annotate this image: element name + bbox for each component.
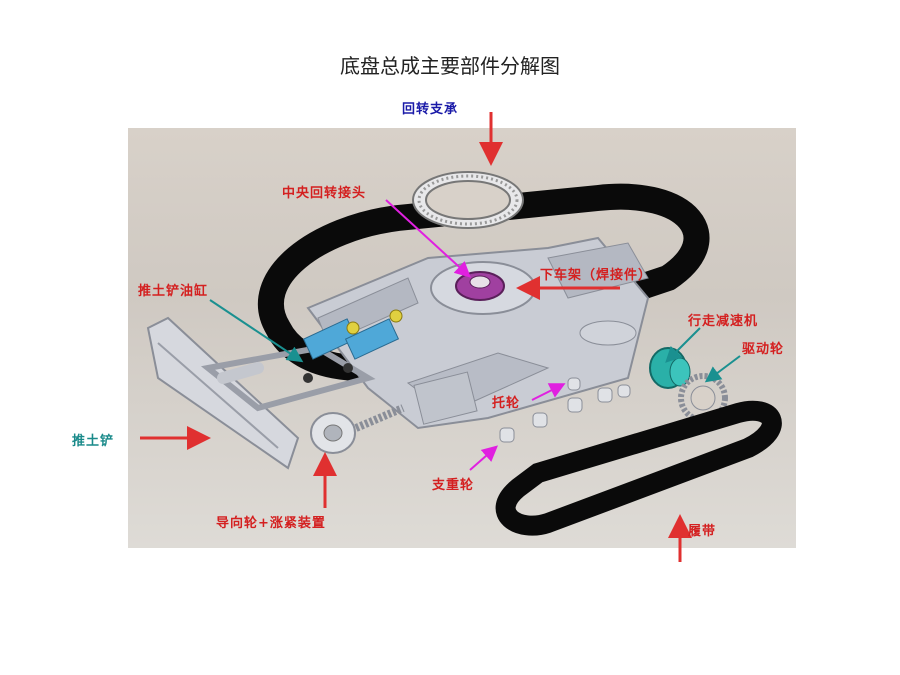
label-dozer-blade: 推土铲 — [72, 434, 115, 449]
label-lower-frame: 下车架（焊接件） — [540, 268, 653, 283]
label-travel-reducer: 行走减速机 — [688, 314, 759, 329]
label-track-roller: 支重轮 — [432, 478, 475, 493]
label-idler-tensioner: 导向轮+涨紧装置 — [216, 516, 326, 531]
dozer-cylinders — [302, 309, 403, 383]
lower-track — [495, 400, 782, 536]
label-central-joint: 中央回转接头 — [282, 186, 367, 201]
label-drive-sprocket: 驱动轮 — [742, 342, 785, 357]
drive-sprocket — [678, 373, 728, 423]
lower-frame — [306, 236, 650, 430]
track-rollers — [499, 377, 631, 443]
travel-reducer — [649, 347, 691, 389]
idler-tensioner — [310, 404, 405, 454]
label-track: 履带 — [688, 524, 717, 539]
central-rotary-joint — [455, 271, 505, 301]
label-slewing-bearing: 回转支承 — [402, 102, 459, 117]
slewing-bearing-ring — [412, 171, 524, 229]
page-title: 底盘总成主要部件分解图 — [340, 54, 560, 78]
label-dozer-cylinder: 推土铲油缸 — [138, 284, 209, 299]
label-carrier-roller: 托轮 — [492, 396, 521, 411]
